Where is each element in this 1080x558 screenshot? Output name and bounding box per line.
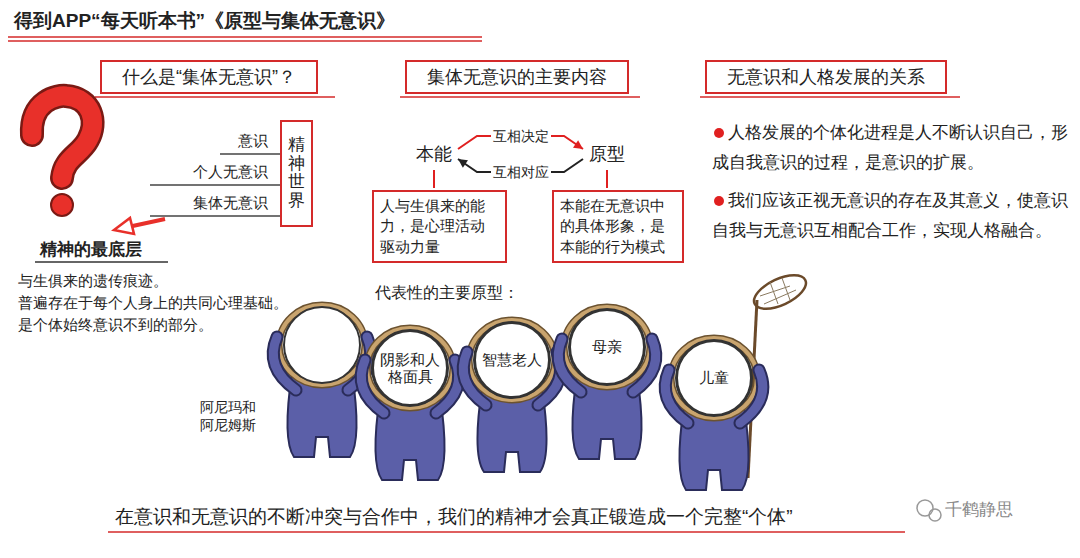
node-text: 本能 [416, 142, 452, 166]
section-label: 代表性的主要原型： [375, 283, 519, 304]
watermark-icon [929, 509, 941, 521]
heading-label: 精神的最底层 [40, 238, 142, 261]
description-box: 本能在无意识中的具体形象，是本能的行为模式 [552, 190, 684, 263]
net-rim [749, 268, 811, 315]
node-text: 原型 [589, 142, 625, 166]
archetype-label: 阿尼玛和阿尼姆斯 [200, 398, 260, 434]
arrow-head [458, 159, 468, 168]
caption-underline [108, 531, 905, 533]
bracket-label: 个人无意识 [193, 163, 268, 182]
label-underline [35, 261, 168, 263]
bullet-text: 我们应该正视无意识的存在及其意义，使意识自我与无意识互相配合工作，实现人格融合。 [712, 186, 1074, 246]
note-text: 普遍存在于每个人身上的共同心理基础。 [18, 294, 288, 313]
node-text: 母亲 [592, 338, 622, 355]
section-underline [95, 96, 335, 98]
section-box: 无意识和人格发展的关系 [705, 60, 947, 94]
section-underline [400, 96, 640, 98]
node-text: 无意识和人格发展的关系 [727, 65, 925, 89]
figure [558, 307, 656, 459]
question-mark [32, 96, 93, 178]
net-mesh [760, 278, 796, 304]
caption-text: 在意识和无意识的不断冲突与合作中，我们的精神才会真正锻造成一个完整“个体” [115, 504, 793, 530]
section-box: 集体无意识的主要内容 [405, 60, 629, 94]
watermark-icon [917, 500, 933, 516]
connector [607, 170, 608, 188]
watermark: 千鹤静思 [945, 498, 1013, 521]
bracket-line [150, 215, 280, 217]
figure [665, 338, 763, 490]
bullet-dot [714, 128, 724, 138]
concept-node: 本能 [413, 140, 455, 168]
bullet-dot [714, 196, 724, 206]
figure [463, 320, 561, 472]
section-box: 什么是“集体无意识”？ [100, 60, 318, 94]
connector [434, 170, 435, 188]
title-text: 得到APP“每天听本书”《原型与集体无意识》 [14, 8, 395, 34]
archetype-head: 儿童 [676, 340, 752, 416]
pointer-arrow-shaft [128, 219, 165, 227]
node-text: 阴影和人格面具 [380, 351, 440, 386]
connector-line [606, 170, 608, 188]
node-text: 什么是“集体无意识”？ [122, 65, 296, 89]
bracket-label: 意识 [238, 132, 268, 151]
description-box: 人与生俱来的能力，是心理活动驱动力量 [372, 190, 507, 263]
archetype-head: 智慧老人 [474, 322, 550, 398]
section-underline [700, 96, 960, 98]
pointer-arrow-head [114, 218, 134, 234]
question-dot [51, 194, 73, 216]
node-text: 本能在无意识中的具体形象，是本能的行为模式 [560, 196, 676, 257]
title-underline [8, 36, 482, 38]
question-mark [32, 96, 93, 178]
bracket-line [220, 153, 280, 155]
node-text: 儿童 [699, 369, 729, 386]
node-text: 智慧老人 [482, 351, 542, 368]
archetype-head: 阴影和人格面具 [372, 330, 448, 406]
bracket-label: 集体无意识 [193, 194, 268, 213]
note-text: 与生俱来的遗传痕迹。 [18, 272, 168, 291]
node-text: 集体无意识的主要内容 [427, 65, 607, 89]
node-text: 精神世界 [288, 136, 305, 211]
archetype-head: 母亲 [569, 309, 645, 385]
edge-label: 互相对应 [491, 164, 551, 180]
bracket-line [150, 184, 280, 186]
edge-label: 互相决定 [491, 128, 551, 144]
concept-node: 原型 [586, 140, 628, 168]
title-underline [8, 40, 482, 42]
bullet-text: 人格发展的个体化进程是人不断认识自己，形成自我意识的过程，是意识的扩展。 [712, 118, 1074, 178]
vertical-box: 精神世界 [280, 120, 313, 227]
node-text: 人与生俱来的能力，是心理活动驱动力量 [380, 196, 499, 257]
connector-line [433, 170, 435, 188]
figure [361, 328, 459, 480]
note-text: 是个体始终意识不到的部分。 [18, 316, 213, 335]
arrow-head [573, 140, 583, 149]
